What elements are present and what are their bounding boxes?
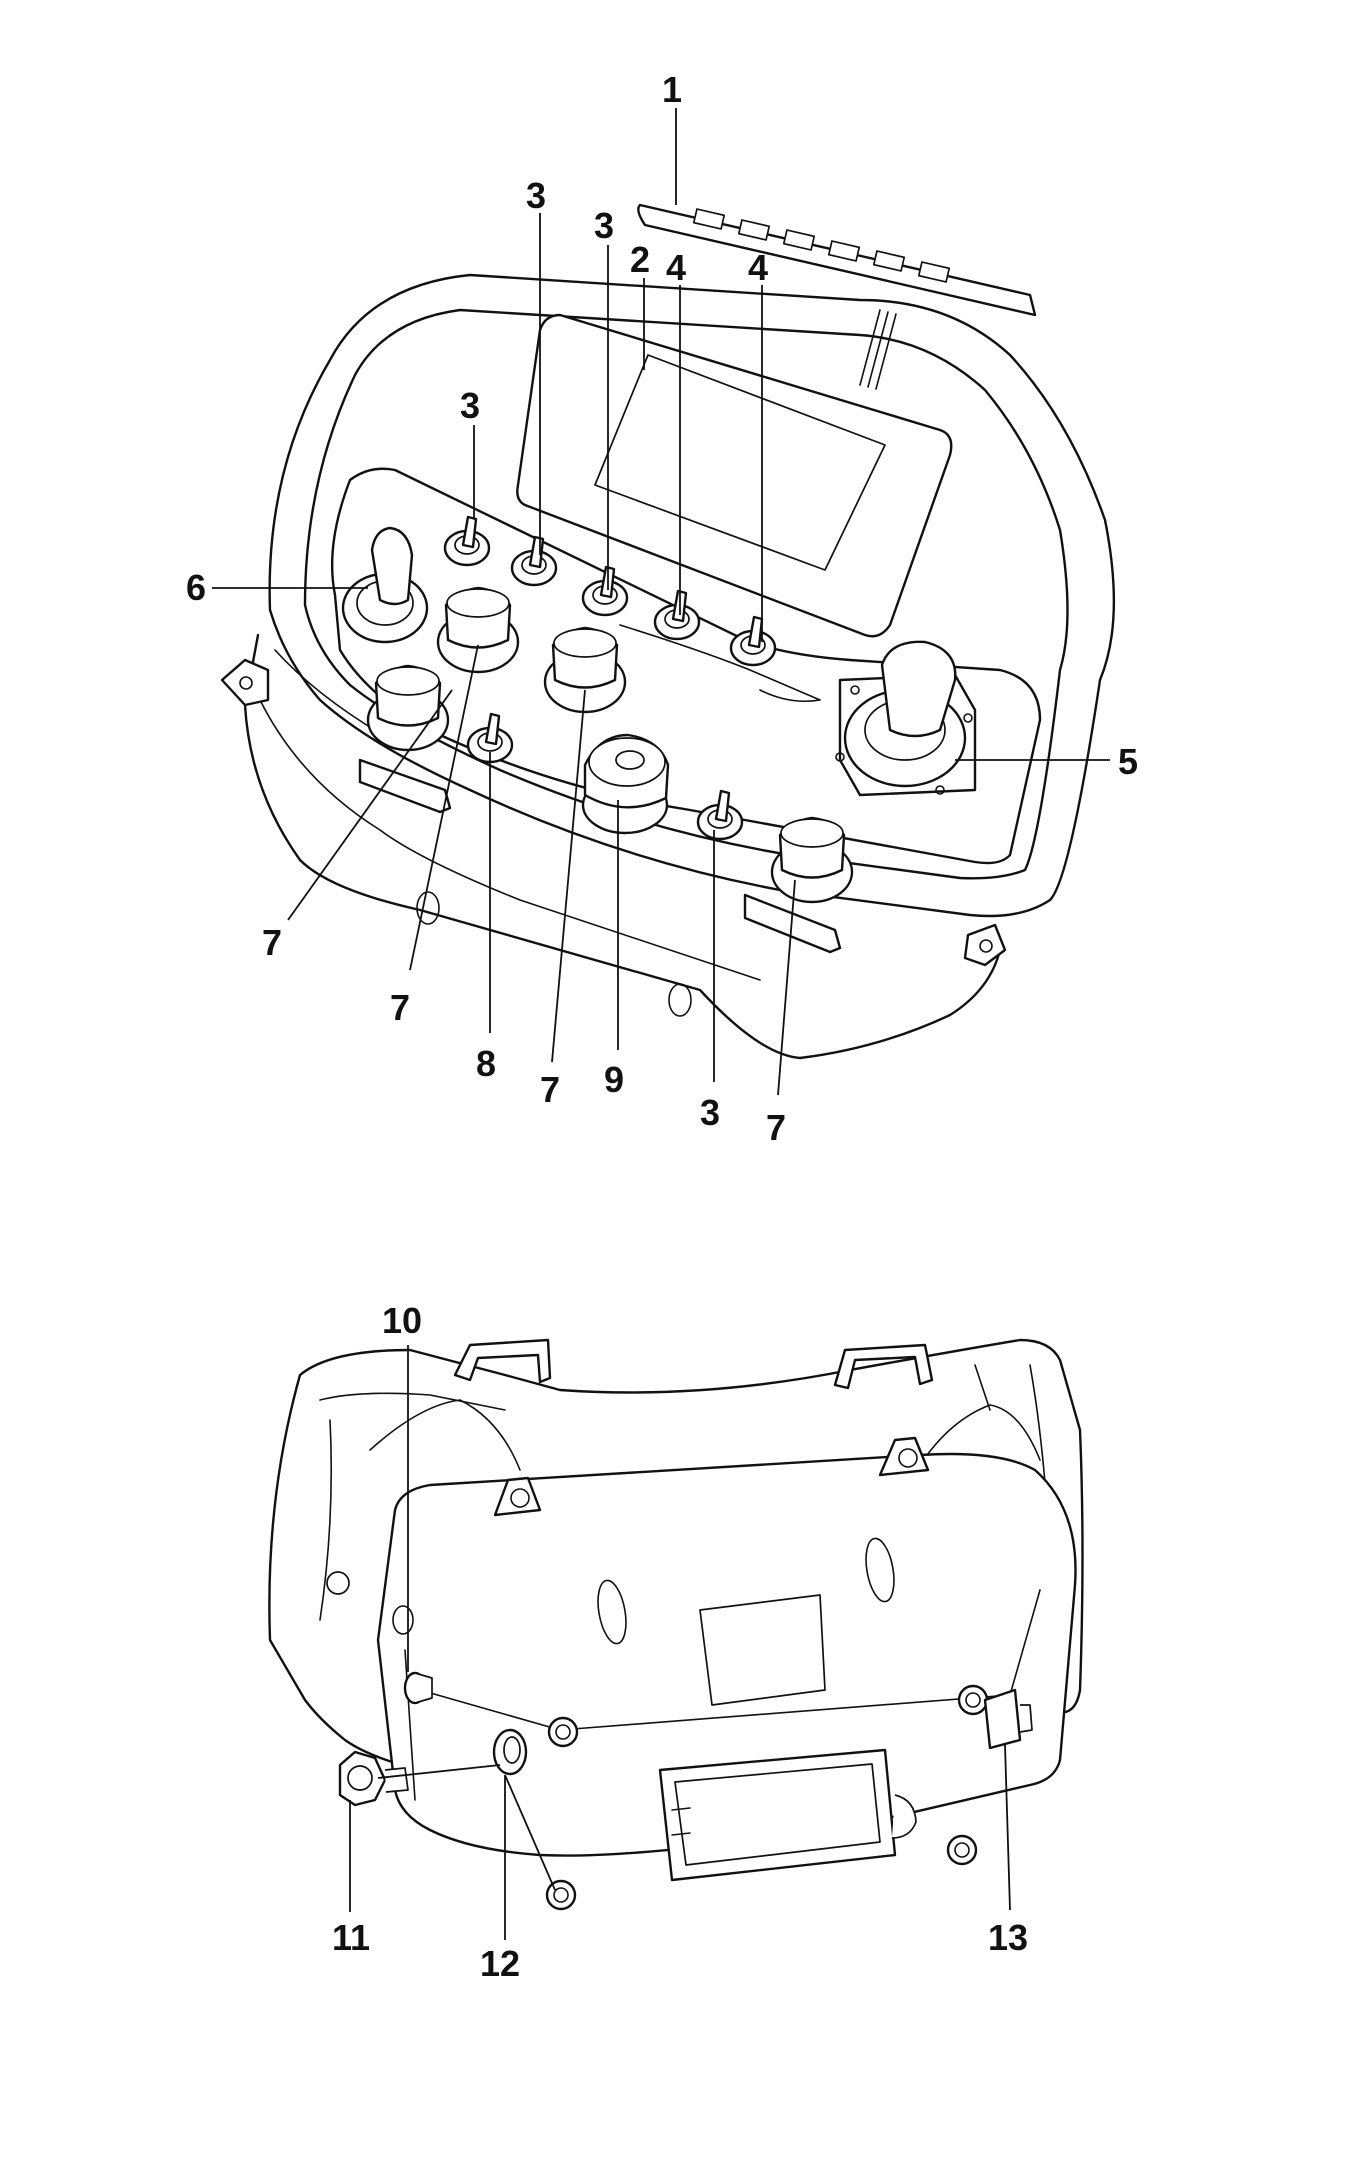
callout-5: 5 bbox=[1118, 741, 1138, 782]
joystick-right bbox=[835, 640, 977, 797]
callout-4: 4 bbox=[748, 247, 768, 288]
rotary-knob bbox=[770, 816, 854, 904]
rubber-grommet bbox=[492, 1728, 528, 1776]
rear-bumper bbox=[268, 1338, 1084, 1797]
toggle-switch bbox=[466, 712, 514, 764]
label-plate bbox=[699, 1594, 826, 1706]
bumper-inner bbox=[303, 308, 1069, 880]
callout-2: 2 bbox=[630, 239, 650, 280]
callout-6: 6 bbox=[186, 567, 206, 608]
lower-housing bbox=[243, 633, 1002, 1060]
rear-view bbox=[268, 1338, 1084, 1940]
toggle-switch bbox=[443, 515, 491, 567]
strap-clip-right bbox=[743, 893, 842, 954]
toggle-switch bbox=[729, 615, 777, 667]
callout-7: 7 bbox=[390, 987, 410, 1028]
connector-plug bbox=[403, 1671, 433, 1705]
membrane-keypad bbox=[637, 203, 1037, 390]
callout-10: 10 bbox=[382, 1300, 422, 1341]
screw-boss bbox=[545, 1879, 577, 1911]
display-window bbox=[516, 313, 953, 638]
toggle-switch bbox=[510, 535, 558, 587]
callout-13: 13 bbox=[988, 1917, 1028, 1958]
rotary-knob bbox=[436, 586, 520, 674]
strap-clip-left bbox=[358, 758, 452, 814]
callout-8: 8 bbox=[476, 1043, 496, 1084]
callout-9: 9 bbox=[604, 1059, 624, 1100]
joystick-left bbox=[341, 526, 429, 644]
screw-boss bbox=[946, 1834, 978, 1866]
mounting-boss bbox=[878, 1436, 930, 1477]
screw-boss bbox=[547, 1716, 579, 1748]
callout-12: 12 bbox=[480, 1943, 520, 1984]
battery-compartment bbox=[658, 1748, 917, 1882]
callout-3: 3 bbox=[460, 385, 480, 426]
callout-11: 11 bbox=[332, 1917, 370, 1958]
callout-3: 3 bbox=[700, 1092, 720, 1133]
callout-labels: 1 2 3 3 4 4 3 6 5 7 7 8 7 9 3 7 10 11 12… bbox=[186, 69, 1138, 1984]
toggle-switch bbox=[696, 789, 744, 841]
callout-3: 3 bbox=[526, 175, 546, 216]
mounting-lug-right bbox=[963, 923, 1007, 967]
front-view bbox=[212, 108, 1116, 1096]
callout-7: 7 bbox=[766, 1107, 786, 1148]
antenna-socket bbox=[983, 1688, 1033, 1750]
emergency-stop-button bbox=[581, 733, 670, 835]
callout-3: 3 bbox=[594, 205, 614, 246]
bumper-outer bbox=[268, 273, 1116, 918]
leader-lines-rear bbox=[349, 1345, 1011, 1940]
cable-gland bbox=[338, 1750, 409, 1807]
rotary-knob bbox=[366, 664, 450, 752]
callout-7: 7 bbox=[262, 922, 282, 963]
callout-1: 1 bbox=[662, 69, 682, 110]
rotary-knob bbox=[543, 626, 627, 714]
leader-lines-front bbox=[212, 108, 1110, 1096]
callout-7: 7 bbox=[540, 1069, 560, 1110]
toggle-switch bbox=[581, 565, 629, 617]
callout-4: 4 bbox=[666, 247, 686, 288]
mounting-boss bbox=[493, 1476, 542, 1517]
screw-boss bbox=[957, 1684, 989, 1716]
mounting-lug-left bbox=[220, 658, 270, 707]
